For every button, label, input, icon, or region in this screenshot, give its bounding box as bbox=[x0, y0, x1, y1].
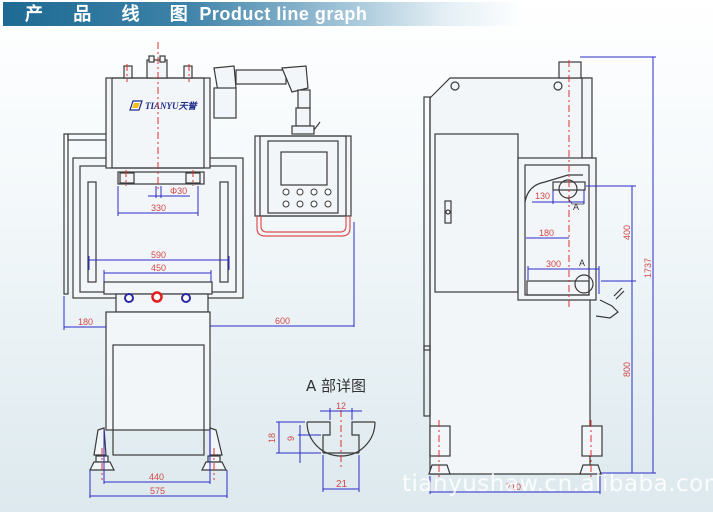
dim-overall-height-label: 1737 bbox=[643, 258, 653, 278]
dim-base-depth: 710 bbox=[429, 476, 601, 494]
dim-ram-width-label: 330 bbox=[151, 203, 166, 213]
dim-foot-inner-label: 440 bbox=[149, 472, 164, 482]
dim-ram-width: 330 bbox=[117, 186, 199, 216]
side-pedal bbox=[595, 299, 619, 319]
dim-slot-depth-label: 18 bbox=[267, 433, 277, 443]
dim-slot-bottom: 21 bbox=[322, 455, 360, 492]
dim-left-offset-label: 180 bbox=[78, 317, 93, 327]
dim-foot-inner: 440 bbox=[103, 430, 211, 484]
dim-slot-width: 12 bbox=[320, 401, 362, 420]
right-guide bbox=[219, 181, 229, 283]
panel-handle bbox=[256, 216, 351, 237]
ram-plate bbox=[117, 171, 205, 185]
dim-throat-depth: 180 bbox=[526, 228, 569, 239]
panel-button bbox=[310, 188, 318, 196]
panel-button bbox=[310, 200, 318, 208]
start-button-left bbox=[124, 293, 134, 303]
dim-stroke-gap: 400 bbox=[586, 185, 636, 282]
dim-table-depth: 300 bbox=[527, 259, 600, 294]
side-leg-right bbox=[581, 425, 603, 457]
dim-foot-outer-label: 575 bbox=[150, 486, 165, 496]
left-side-plate bbox=[63, 133, 69, 295]
dim-ram-offset: 130 bbox=[532, 190, 585, 204]
detail-a-slot-left bbox=[307, 421, 331, 453]
dim-slot-bottom-label: 21 bbox=[336, 479, 348, 490]
panel-button bbox=[324, 200, 332, 208]
side-back-plate bbox=[423, 96, 431, 351]
detail-a: A 部详图 12 18 9 21 bbox=[267, 377, 376, 492]
dim-slot-neck-label: 9 bbox=[286, 436, 296, 441]
panel-button bbox=[282, 200, 290, 208]
side-leg-left bbox=[429, 425, 451, 457]
control-arm bbox=[213, 65, 321, 135]
door-handle bbox=[444, 200, 452, 224]
dim-control-reach: 600 bbox=[210, 222, 355, 327]
lower-body bbox=[105, 311, 211, 431]
lift-hole-right bbox=[553, 81, 563, 91]
dim-table-outer: 590 bbox=[88, 250, 230, 270]
detail-a-title: A 部详图 bbox=[306, 377, 366, 395]
dim-slot-depth: 18 bbox=[267, 421, 321, 454]
dim-table-inner: 450 bbox=[103, 263, 212, 282]
dim-table-outer-label: 590 bbox=[151, 250, 166, 260]
side-front-column bbox=[581, 77, 593, 159]
right-foot-bracket bbox=[209, 427, 223, 456]
left-guide bbox=[87, 181, 97, 283]
dim-table-height-label: 800 bbox=[622, 362, 632, 377]
panel-buttons bbox=[282, 188, 332, 208]
dim-bore-label: Φ30 bbox=[170, 186, 187, 196]
ram-clamp-left bbox=[119, 172, 135, 184]
left-foot-bracket bbox=[93, 427, 107, 456]
left-side-plate-top bbox=[67, 133, 109, 141]
dim-overall-height: 1737 bbox=[580, 56, 656, 473]
dim-throat-depth-label: 180 bbox=[539, 228, 554, 238]
top-bolts bbox=[123, 55, 193, 79]
callout-a-bottom: A bbox=[579, 258, 585, 268]
dim-foot-outer: 575 bbox=[89, 470, 228, 498]
panel-button bbox=[296, 200, 304, 208]
dim-table-height: 800 bbox=[601, 281, 656, 474]
logo-text: TIANYU天誉 bbox=[145, 101, 198, 111]
dim-stroke-gap-label: 400 bbox=[622, 225, 632, 240]
detail-a-slot-right bbox=[351, 421, 375, 453]
table-detail-circle bbox=[574, 274, 594, 294]
lift-hole-left bbox=[450, 81, 460, 91]
panel-button bbox=[296, 188, 304, 196]
hmi-screen bbox=[280, 151, 328, 186]
side-door bbox=[434, 133, 519, 293]
throat-frame bbox=[517, 157, 597, 301]
header-banner: 产 品 线 图 Product line graph bbox=[3, 2, 523, 26]
side-back-plate-lower bbox=[423, 345, 431, 417]
start-button-right bbox=[181, 293, 191, 303]
page-title: 产 品 线 图 Product line graph bbox=[25, 3, 367, 26]
dim-slot-width-label: 12 bbox=[336, 401, 346, 411]
dim-control-reach-label: 600 bbox=[275, 316, 290, 326]
callout-a-top: A bbox=[573, 202, 579, 212]
control-panel bbox=[254, 135, 352, 237]
dim-left-offset: 180 bbox=[63, 296, 106, 330]
side-view: A A 130 180 300 400 800 bbox=[423, 56, 656, 494]
dim-table-depth-label: 300 bbox=[546, 259, 561, 269]
throat-curve bbox=[524, 174, 583, 203]
side-top-bolts bbox=[558, 61, 582, 79]
panel-button bbox=[324, 188, 332, 196]
dim-ram-offset-label: 130 bbox=[535, 191, 550, 201]
side-table bbox=[526, 280, 590, 296]
front-view: TIANYU天誉 bbox=[63, 42, 355, 498]
logo-icon-fill bbox=[132, 103, 140, 108]
watermark: tianyushaw.cn.alibaba.com bbox=[402, 471, 713, 497]
panel-button bbox=[282, 188, 290, 196]
emergency-stop-button bbox=[151, 291, 163, 303]
dim-slot-neck: 9 bbox=[286, 425, 321, 463]
dim-bore: Φ30 bbox=[148, 186, 190, 198]
lower-door bbox=[112, 344, 205, 456]
dim-table-inner-label: 450 bbox=[151, 263, 166, 273]
dim-base-depth-label: 710 bbox=[506, 482, 521, 492]
page-title-en: Product line graph bbox=[199, 4, 368, 24]
page-title-cn: 产 品 线 图 bbox=[25, 4, 200, 25]
brand-logo: TIANYU天誉 bbox=[129, 100, 198, 111]
